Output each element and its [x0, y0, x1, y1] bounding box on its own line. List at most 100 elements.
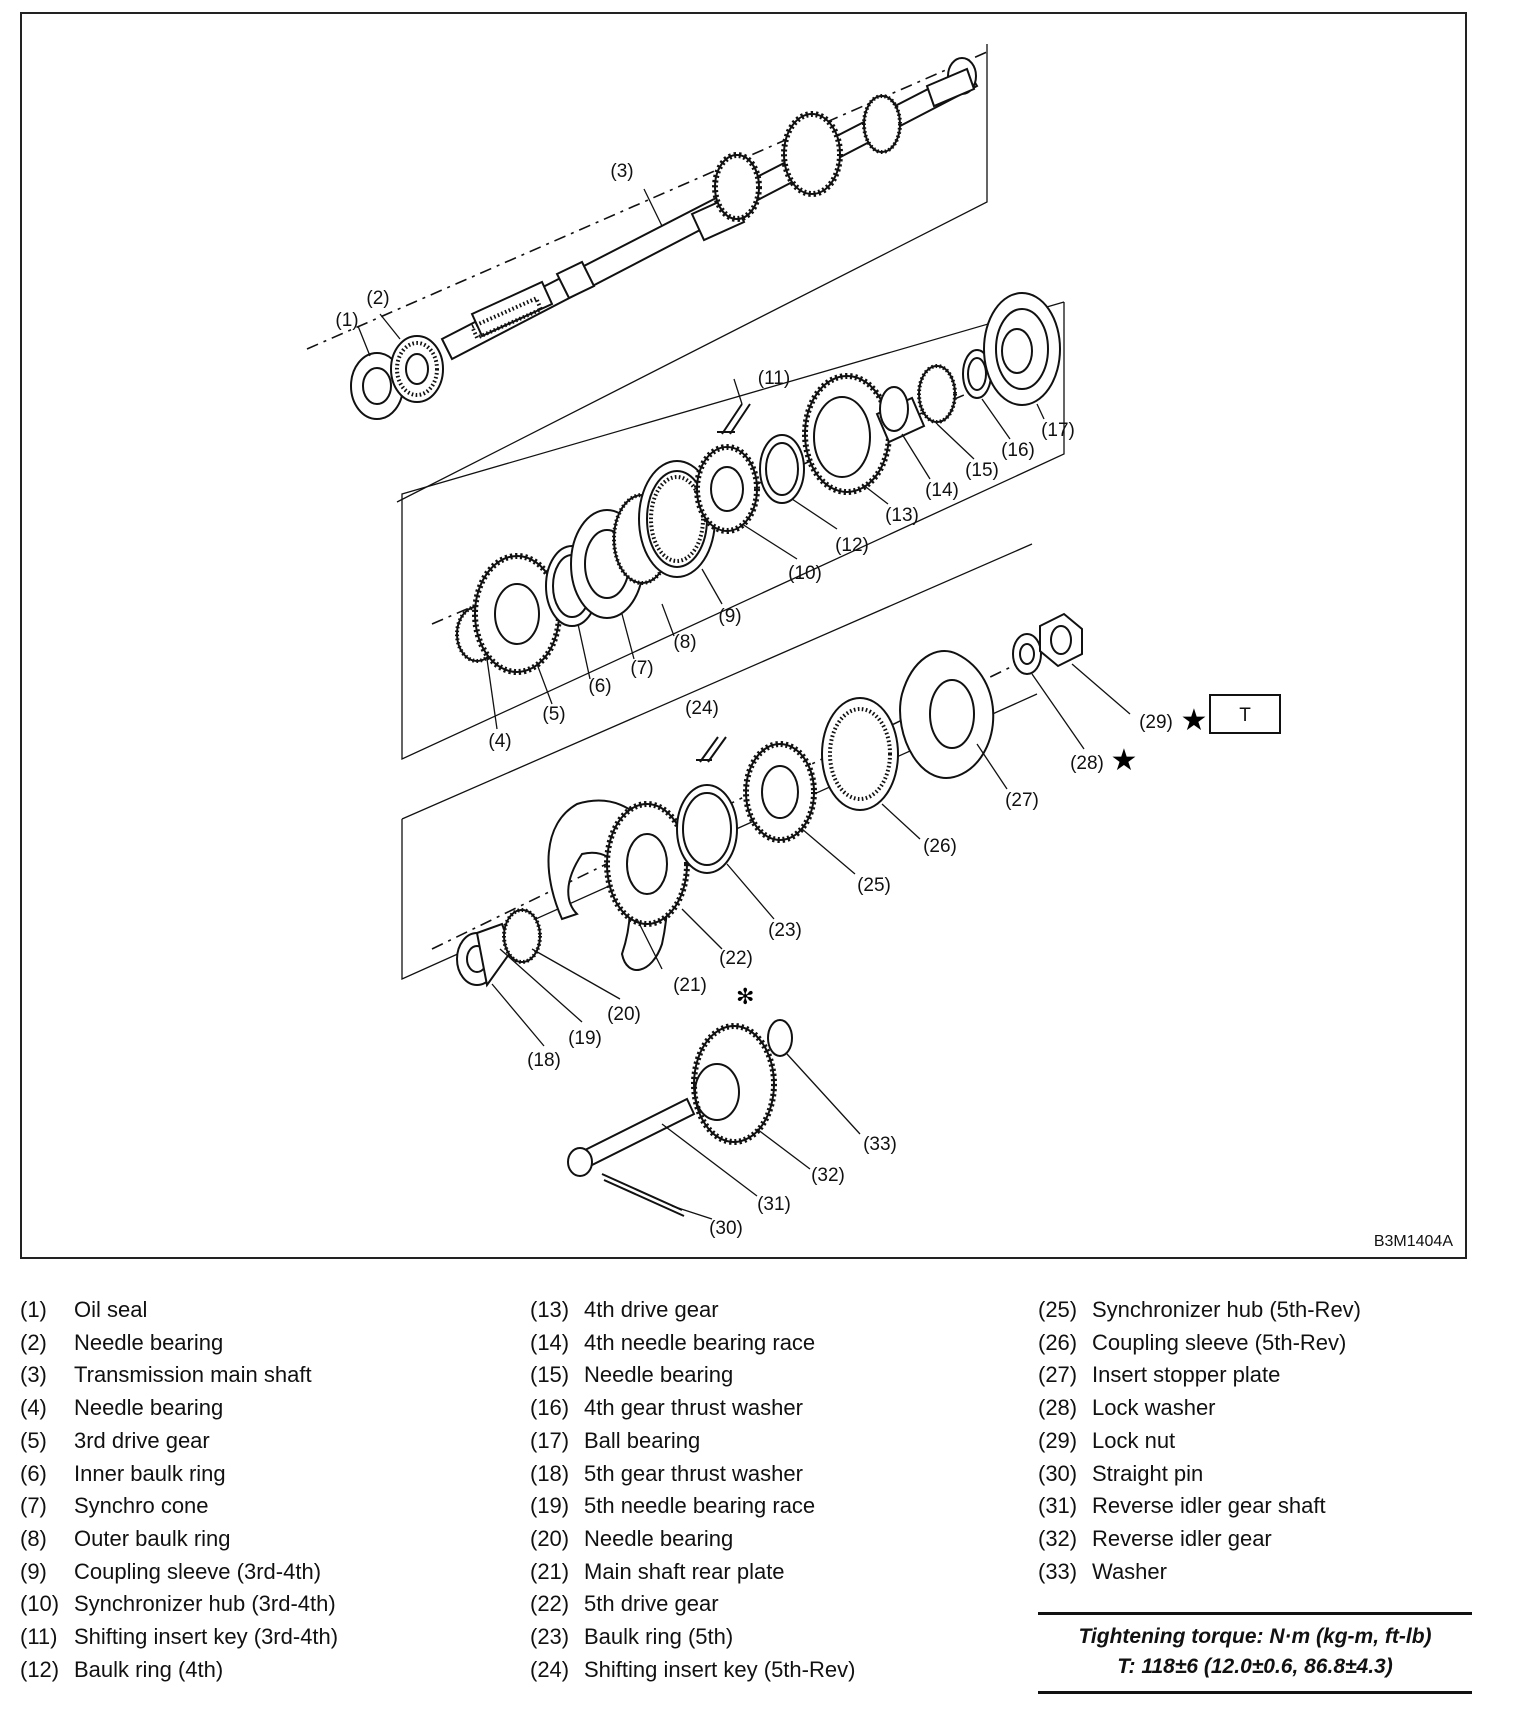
legend-label: Baulk ring (4th) [74, 1656, 224, 1682]
legend-number: (27) [1038, 1362, 1078, 1388]
legend-number: (33) [1038, 1558, 1078, 1584]
legend-label: Coupling sleeve (5th-Rev) [1092, 1329, 1347, 1355]
legend-item: (5)3rd drive gear [20, 1425, 338, 1458]
legend-label: Needle bearing [584, 1362, 734, 1388]
torque-tag: T ★ ★ ✻ [736, 694, 1281, 1009]
legend-number: (13) [530, 1297, 570, 1322]
legend-number: (20) [530, 1525, 570, 1551]
legend-number: (9) [20, 1558, 47, 1584]
upper-gear-group [455, 292, 1061, 675]
legend-label: Needle bearing [74, 1329, 224, 1355]
legend-label: Synchronizer hub (5th-Rev) [1092, 1297, 1362, 1322]
legend-number: (2) [20, 1329, 47, 1355]
legend-item: (2) Needle bearing [20, 1327, 338, 1360]
legend-label: Oil seal [74, 1297, 148, 1322]
callout-12: (12) [835, 535, 869, 556]
legend-item: (1)Oil seal [20, 1294, 338, 1327]
callout-18: (18) [527, 1050, 561, 1071]
legend-item: (18)5th gear thrust washer [530, 1458, 855, 1491]
callout-25: (25) [857, 875, 891, 896]
tightening-torque-box: Tightening torque: N·m (kg-m, ft-lb) T: … [1038, 1612, 1472, 1694]
legend-label: 4th gear thrust washer [584, 1395, 803, 1421]
callout-13: (13) [885, 505, 919, 526]
legend-item: (15) Needle bearing [530, 1359, 855, 1392]
legend-item: (9) Coupling sleeve (3rd-4th) [20, 1556, 338, 1589]
legend-label: Reverse idler gear shaft [1092, 1493, 1326, 1519]
callout-20: (20) [607, 1004, 641, 1025]
callout-labels: (1) (2) (3) (4) (5) (6) (7) (8) (9) (10)… [335, 161, 1173, 1239]
legend-label: Inner baulk ring [74, 1460, 226, 1486]
legend-item: (29) Lock nut [1038, 1425, 1361, 1458]
legend-number: (3) [20, 1362, 47, 1388]
legend-number: (19) [530, 1493, 570, 1519]
legend-item: (12)Baulk ring (4th) [20, 1654, 338, 1687]
legend-label: Transmission main shaft [74, 1362, 312, 1388]
callout-22: (22) [719, 948, 753, 969]
callout-23: (23) [768, 920, 802, 941]
figure-code: B3M1404A [1373, 1233, 1453, 1250]
legend-number: (6) [20, 1460, 47, 1486]
legend-number: (18) [530, 1460, 570, 1486]
torque-top-rule [1038, 1612, 1472, 1615]
leader-lines [357, 188, 1131, 1220]
legend-item: (20) Needle bearing [530, 1523, 855, 1556]
legend-number: (10) [20, 1591, 60, 1617]
legend-item: (33)Washer [1038, 1556, 1361, 1589]
legend-column-2: (13) 4th drive gear (14)4th needle bearin… [530, 1294, 855, 1686]
legend-number: (4) [20, 1395, 47, 1421]
legend-number: (29) [1038, 1427, 1078, 1453]
callout-15: (15) [965, 460, 999, 481]
legend-number: (15) [530, 1362, 570, 1388]
legend-label: Synchronizer hub (3rd-4th) [74, 1591, 336, 1617]
legend-item: (19)5th needle bearing race [530, 1490, 855, 1523]
legend-label: 4th needle bearing race [584, 1329, 816, 1355]
callout-26: (26) [923, 836, 957, 857]
legend-label: 4th drive gear [584, 1297, 719, 1322]
callout-7: (7) [630, 658, 653, 679]
legend-number: (24) [530, 1656, 570, 1682]
legend-label: Ball bearing [584, 1427, 701, 1453]
legend-label: Shifting insert key (3rd-4th) [74, 1624, 339, 1650]
legend-label: Coupling sleeve (3rd-4th) [74, 1558, 322, 1584]
legend-number: (25) [1038, 1297, 1078, 1322]
legend-item: (28)Lock washer [1038, 1392, 1361, 1425]
legend-item: (3) Transmission main shaft [20, 1359, 338, 1392]
legend-label: Synchro cone [74, 1493, 209, 1519]
callout-4: (4) [488, 731, 511, 752]
legend-label: Needle bearing [74, 1395, 224, 1421]
insert-key-5-rev-part [696, 736, 727, 763]
legend-label: Insert stopper plate [1092, 1362, 1281, 1388]
callout-1: (1) [335, 310, 358, 331]
legend-number: (7) [20, 1493, 47, 1519]
legend-item: (13) 4th drive gear [530, 1294, 855, 1327]
star-mark-28: ★ [1111, 744, 1138, 777]
legend-item: (25) Synchronizer hub (5th-Rev) [1038, 1294, 1361, 1327]
callout-10: (10) [788, 563, 822, 584]
legend-number: (8) [20, 1525, 47, 1551]
legend-number: (30) [1038, 1460, 1078, 1486]
legend-number: (23) [530, 1624, 570, 1650]
callout-3: (3) [610, 161, 633, 182]
callout-29: (29) [1139, 712, 1173, 733]
legend-number: (31) [1038, 1493, 1078, 1519]
legend-item: (32)Reverse idler gear [1038, 1523, 1361, 1556]
callout-31: (31) [757, 1194, 791, 1215]
legend-label: Lock nut [1092, 1427, 1176, 1453]
legend-label: Straight pin [1092, 1460, 1204, 1486]
legend-item: (4) Needle bearing [20, 1392, 338, 1425]
legend-number: (17) [530, 1427, 570, 1453]
legend-label: Outer baulk ring [74, 1525, 231, 1551]
exploded-view-diagram: T ★ ★ ✻ (1) (2) (3) (4) (5) (6) (7) (8) … [20, 12, 1467, 1259]
legend-item: (14)4th needle bearing race [530, 1327, 855, 1360]
legend-number: (22) [530, 1591, 570, 1617]
legend-number: (5) [20, 1427, 47, 1453]
legend-label: Needle bearing [584, 1525, 734, 1551]
legend-item: (6) Inner baulk ring [20, 1458, 338, 1491]
callout-8: (8) [673, 632, 696, 653]
asterisk-mark-21: ✻ [736, 984, 754, 1009]
legend-item: (8) Outer baulk ring [20, 1523, 338, 1556]
legend-column-1: (1)Oil seal (2) Needle bearing (3) Transmi… [20, 1294, 338, 1686]
callout-21: (21) [673, 975, 707, 996]
legend-column-3: (25)Synchronizer hub (5th-Rev) (26)Coupl… [1038, 1294, 1361, 1588]
diagram-drawing: T ★ ★ ✻ (1) (2) (3) (4) (5) (6) (7) (8) … [306, 44, 1281, 1239]
